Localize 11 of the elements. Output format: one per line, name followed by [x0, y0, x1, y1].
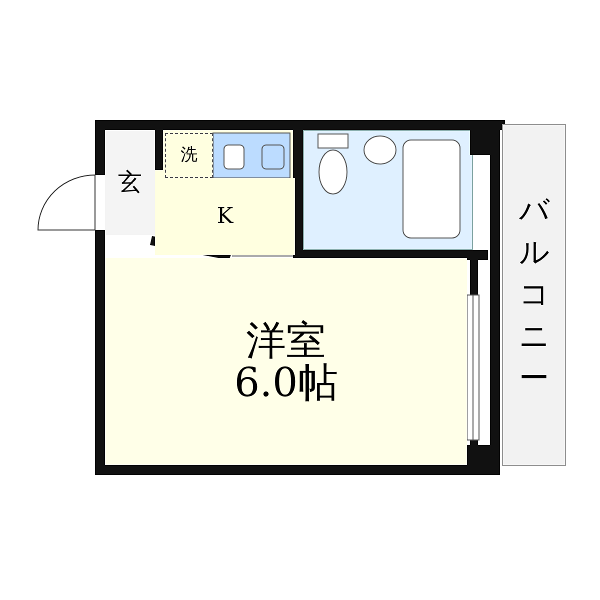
- entrance-floor: [105, 130, 155, 235]
- room-label: 6.0帖: [234, 362, 338, 404]
- room-label: K: [216, 204, 234, 228]
- laundry-space: [165, 133, 213, 178]
- room-label: 洋室: [246, 320, 326, 362]
- kitchen-floor: [155, 178, 295, 255]
- balcony-floor: [502, 124, 566, 466]
- room-label: 洗: [180, 146, 198, 164]
- room-label: バルコニー: [519, 192, 549, 398]
- room-label: 玄: [118, 170, 142, 196]
- room-floor: [105, 258, 467, 465]
